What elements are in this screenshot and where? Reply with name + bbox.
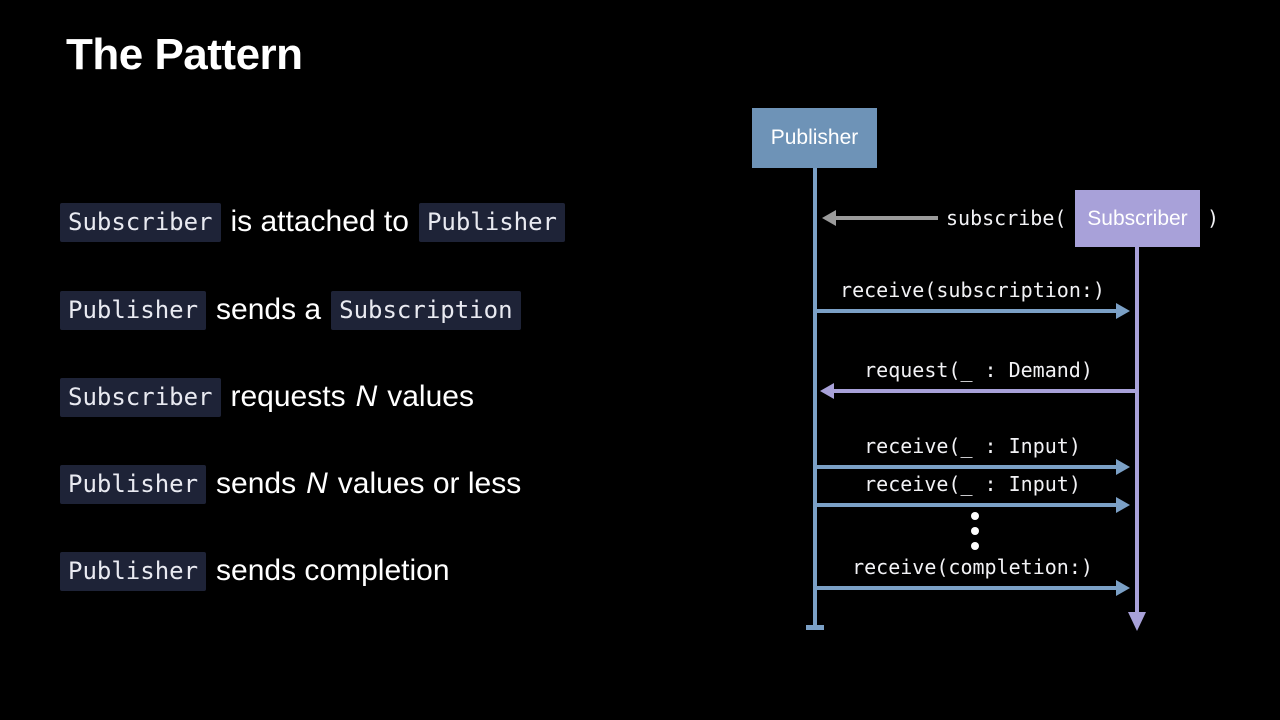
subscriber-lifeline	[1135, 247, 1139, 613]
receive-input-arrow-icon-2	[815, 497, 1130, 513]
subscribe-call-close-paren: )	[1207, 206, 1220, 230]
bullet-text: N	[306, 467, 328, 500]
receive-completion-label: receive(completion:)	[852, 555, 1093, 579]
subscribe-arrow-icon	[822, 210, 938, 226]
receive-input-arrow-icon-1	[815, 459, 1130, 475]
dot	[971, 542, 979, 550]
arrow-head-icon	[1116, 303, 1130, 319]
subscriber-box: Subscriber	[1075, 190, 1200, 247]
dot	[971, 512, 979, 520]
arrow-line	[831, 389, 1137, 393]
bullet-text: is attached to	[230, 205, 409, 238]
code-chip: Subscription	[331, 290, 521, 330]
arrow-head-icon	[820, 383, 834, 399]
code-chip: Subscriber	[60, 202, 221, 242]
arrow-line	[815, 586, 1119, 590]
bullet-text: N	[355, 380, 378, 413]
receive-input-label-1: receive(_ : Input)	[864, 434, 1081, 458]
bullet-line-1: Subscriber is attached to Publisher	[60, 202, 565, 242]
publisher-box-label: Publisher	[770, 126, 859, 149]
code-chip: Publisher	[60, 551, 207, 591]
arrow-head-icon	[1116, 497, 1130, 513]
bullet-line-2: Publisher sends a Subscription	[60, 290, 521, 330]
receive-subscription-label: receive(subscription:)	[840, 278, 1105, 302]
arrow-head-icon	[822, 210, 836, 226]
bullet-text: sends completion	[216, 554, 450, 587]
dot	[971, 527, 979, 535]
arrow-line	[815, 503, 1119, 507]
receive-subscription-arrow-icon	[815, 303, 1130, 319]
publisher-box: Publisher	[752, 108, 877, 168]
request-demand-label: request(_ : Demand)	[864, 358, 1093, 382]
arrow-line	[815, 309, 1119, 313]
subscribe-call-label: subscribe(	[946, 206, 1067, 230]
subscriber-lifeline-arrowhead-icon	[1128, 612, 1146, 631]
receive-completion-arrow-icon	[815, 580, 1130, 596]
bullet-text: requests	[230, 380, 346, 413]
request-demand-arrow-icon	[820, 383, 1137, 399]
arrow-head-icon	[1116, 580, 1130, 596]
code-chip: Publisher	[60, 464, 207, 504]
code-chip: Publisher	[418, 202, 565, 242]
bullet-text: values	[387, 380, 474, 413]
arrow-line	[833, 216, 938, 220]
publisher-lifeline-end-bar	[806, 625, 824, 630]
arrow-head-icon	[1116, 459, 1130, 475]
bullet-text: sends a	[216, 293, 322, 326]
code-chip: Subscriber	[60, 377, 221, 417]
subscriber-box-label: Subscriber	[1087, 206, 1188, 230]
bullet-text: sends	[216, 467, 297, 500]
bullet-line-5: Publisher sends completion	[60, 551, 450, 591]
receive-input-label-2: receive(_ : Input)	[864, 472, 1081, 496]
bullet-text: values or less	[337, 467, 522, 500]
page-title: The Pattern	[66, 30, 303, 79]
ellipsis-dots-icon	[971, 512, 979, 550]
code-chip: Publisher	[60, 290, 207, 330]
publisher-lifeline	[813, 168, 817, 627]
arrow-line	[815, 465, 1119, 469]
